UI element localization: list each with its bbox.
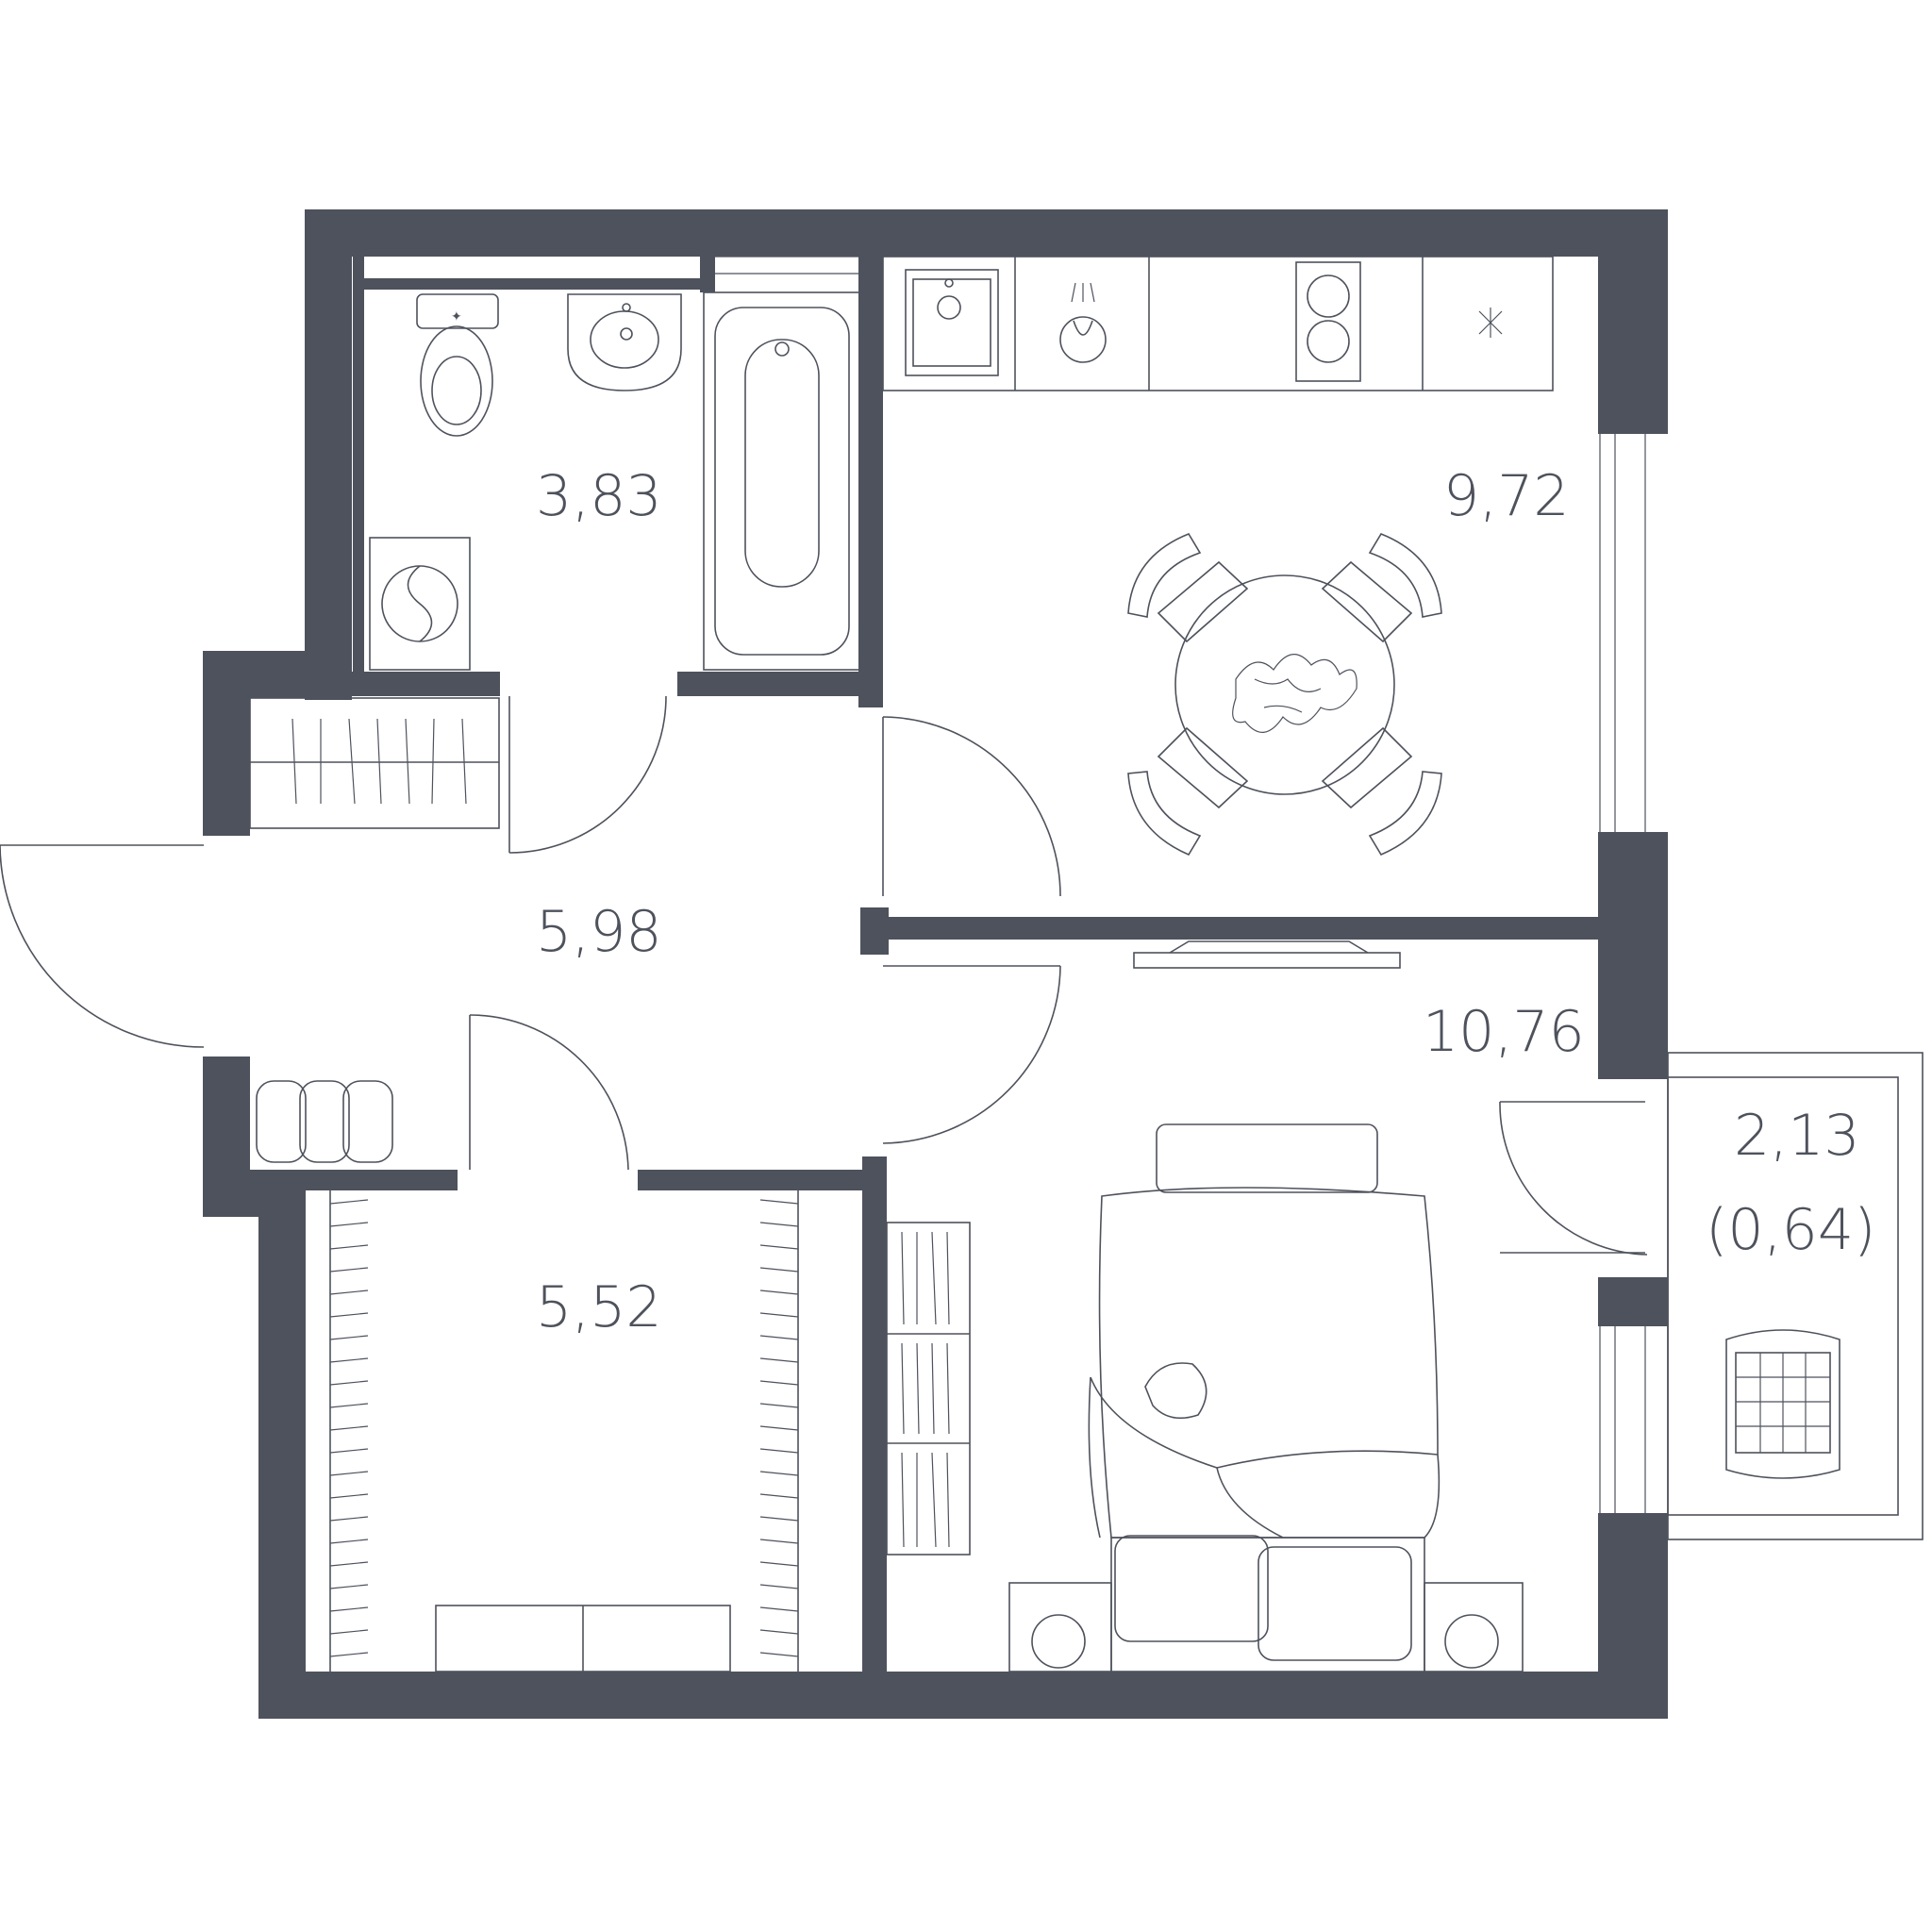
hanger-line <box>329 1403 369 1408</box>
hanger-line <box>759 1493 799 1499</box>
hanger-line <box>329 1516 369 1522</box>
hallway-area-label: 5,98 <box>536 899 662 965</box>
hanger-line <box>759 1335 799 1340</box>
hanger-line <box>759 1222 799 1227</box>
hanger-line <box>329 1606 369 1612</box>
kitchen-area-label: 9,72 <box>1443 463 1570 529</box>
hanger-line <box>329 1493 369 1499</box>
hanger-line <box>329 1312 369 1318</box>
hanger-line <box>759 1561 799 1567</box>
balcony-reduced-area-label: (0,64) <box>1706 1197 1875 1263</box>
washing-machine-icon <box>369 537 471 671</box>
hanger-line <box>329 1471 369 1476</box>
hanger-line <box>759 1380 799 1386</box>
hanger-line <box>759 1629 799 1635</box>
svg-text:✦: ✦ <box>451 309 462 324</box>
chair <box>1321 726 1442 857</box>
hanger-line <box>759 1267 799 1273</box>
nightstand-icon <box>1008 1582 1524 1672</box>
hanger-line <box>329 1539 369 1544</box>
hanger-line <box>759 1357 799 1363</box>
hanger-line <box>759 1244 799 1250</box>
bedroom-area-label: 10,76 <box>1423 999 1585 1065</box>
chair <box>1127 726 1249 857</box>
hanger-line <box>329 1199 369 1205</box>
tv-icon <box>1133 940 1401 969</box>
chair <box>1321 533 1442 643</box>
pouf-icon <box>256 1080 393 1163</box>
fridge-icon <box>1478 308 1503 338</box>
hanger-line <box>329 1425 369 1431</box>
chair <box>1127 533 1249 643</box>
hanger-line <box>759 1606 799 1612</box>
wardrobe-area-label: 5,52 <box>536 1274 662 1340</box>
balcony-area-label: 2,13 <box>1734 1103 1860 1169</box>
hanger-line <box>329 1267 369 1273</box>
kitchen-sink-icon <box>905 269 999 376</box>
hanger-line <box>759 1425 799 1431</box>
hanger-line <box>329 1244 369 1250</box>
hanger-line <box>759 1471 799 1476</box>
hanger-line <box>759 1516 799 1522</box>
hanger-line <box>329 1335 369 1340</box>
sink-icon <box>567 293 682 391</box>
doors <box>0 695 1061 1171</box>
windows <box>715 256 1646 1519</box>
hanger-line <box>759 1403 799 1408</box>
hanger-line <box>329 1357 369 1363</box>
faucet-icon <box>1059 282 1107 363</box>
hanger-line <box>759 1584 799 1589</box>
dining-table-icon <box>1127 533 1442 857</box>
hanger-line <box>759 1539 799 1544</box>
wardrobe-shelves <box>329 1190 799 1672</box>
hanger-line <box>329 1584 369 1589</box>
hanger-line <box>759 1312 799 1318</box>
walls <box>203 209 1668 1719</box>
bed-icon <box>1088 1187 1441 1672</box>
hanger-line <box>759 1448 799 1454</box>
bench-icon <box>1156 1123 1378 1193</box>
bathroom-area-label: 3,83 <box>536 463 662 529</box>
bedroom-shelves <box>886 1222 971 1556</box>
balcony <box>1499 1052 1924 1540</box>
hanger-line <box>759 1289 799 1295</box>
hanger-line <box>329 1448 369 1454</box>
armchair-icon <box>1725 1329 1840 1479</box>
hanger-line <box>329 1222 369 1227</box>
stove-icon <box>1295 261 1361 382</box>
hanger-line <box>759 1199 799 1205</box>
hallway-closet <box>249 697 500 829</box>
hanger-line <box>329 1629 369 1635</box>
hanger-line <box>759 1652 799 1657</box>
toilet-icon: ✦ <box>416 293 499 437</box>
bathtub-icon <box>703 291 861 671</box>
kitchen-counter <box>882 256 1554 391</box>
hanger-line <box>329 1289 369 1295</box>
hanger-line <box>329 1380 369 1386</box>
hanger-line <box>329 1561 369 1567</box>
hanger-line <box>329 1652 369 1657</box>
plant-icon <box>1232 654 1357 733</box>
